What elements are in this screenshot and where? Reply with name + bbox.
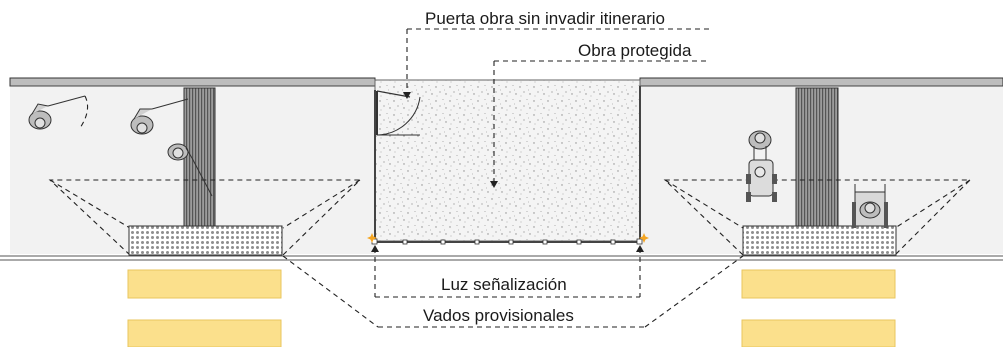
works-door xyxy=(376,90,421,136)
door-leader xyxy=(403,28,710,99)
signal-light-label: Luz señalización xyxy=(441,275,567,294)
left-column xyxy=(183,87,216,229)
wheelchair-user-icon xyxy=(852,184,888,228)
provisional-ramps-leader xyxy=(282,255,744,328)
right-column xyxy=(795,87,839,229)
signal-light-leader xyxy=(371,245,644,298)
left-provisional-ramp xyxy=(48,179,362,256)
protected-works-area xyxy=(374,79,641,242)
works-fence xyxy=(371,86,643,245)
right-provisional-ramp xyxy=(663,179,972,256)
pedestrian-with-cane-icon xyxy=(28,95,89,130)
curb xyxy=(0,255,1003,261)
protected-works-label: Obra protegida xyxy=(578,41,692,60)
pedestrian-with-stroller-icon xyxy=(746,130,777,202)
signal-light-icon xyxy=(367,233,377,243)
provisional-ramps-label: Vados provisionales xyxy=(423,306,574,325)
left-tactile-paving xyxy=(128,225,283,256)
door-label: Puerta obra sin invadir itinerario xyxy=(425,9,665,28)
left-crossing-stripes xyxy=(127,269,282,347)
right-tactile-paving xyxy=(742,225,897,256)
pedestrian-with-cane-icon xyxy=(167,143,213,197)
signal-light-icon xyxy=(639,233,649,243)
protected-works-leader xyxy=(490,60,710,188)
right-crossing-stripes xyxy=(741,269,896,347)
pedestrian-with-cane-icon xyxy=(130,98,189,135)
